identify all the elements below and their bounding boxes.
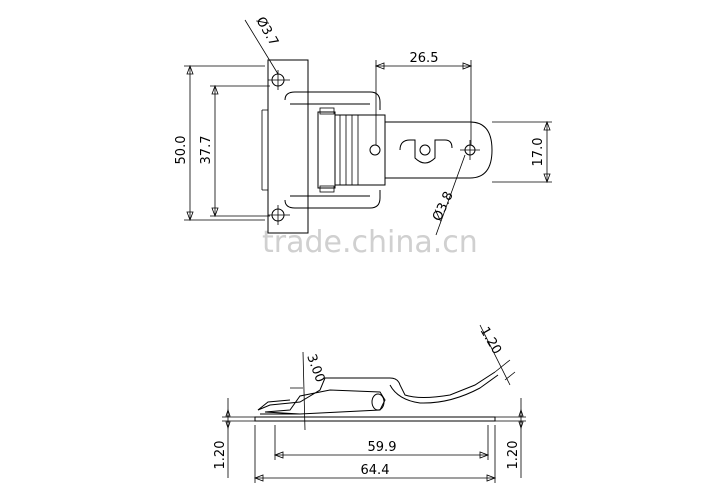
wire-bail: [284, 91, 381, 209]
top-view: 50.0 37.7 Ø3.7 26.5 17.0 Ø3.8: [174, 15, 552, 236]
dim-overall-length: 64.4: [361, 463, 390, 478]
lever: [317, 111, 386, 189]
dim-thickness-top: 1.20: [477, 325, 504, 358]
base-plate: [267, 59, 309, 234]
dim-overall-height: 50.0: [174, 136, 189, 165]
side-base-plate: [254, 416, 496, 422]
dim-hook-width: 17.0: [531, 138, 546, 167]
hook-plate: [384, 121, 493, 179]
dim-offset: 3.00: [303, 352, 327, 384]
dim-hook-hole-dia: Ø3.8: [430, 189, 457, 223]
dim-thickness-left: 1.20: [213, 441, 228, 470]
dim-thickness-right: 1.20: [506, 441, 521, 470]
side-lever: [257, 371, 496, 415]
dim-hole-top-dia: Ø3.7: [253, 15, 281, 49]
dim-inner-length: 59.9: [368, 440, 397, 455]
dim-hole-spacing: 37.7: [199, 136, 214, 165]
dim-hook-length: 26.5: [410, 51, 439, 66]
side-view: 1.20 3.00 1.20 1.20 59.9 64.4: [213, 325, 526, 483]
watermark: trade.china.cn: [262, 225, 478, 260]
